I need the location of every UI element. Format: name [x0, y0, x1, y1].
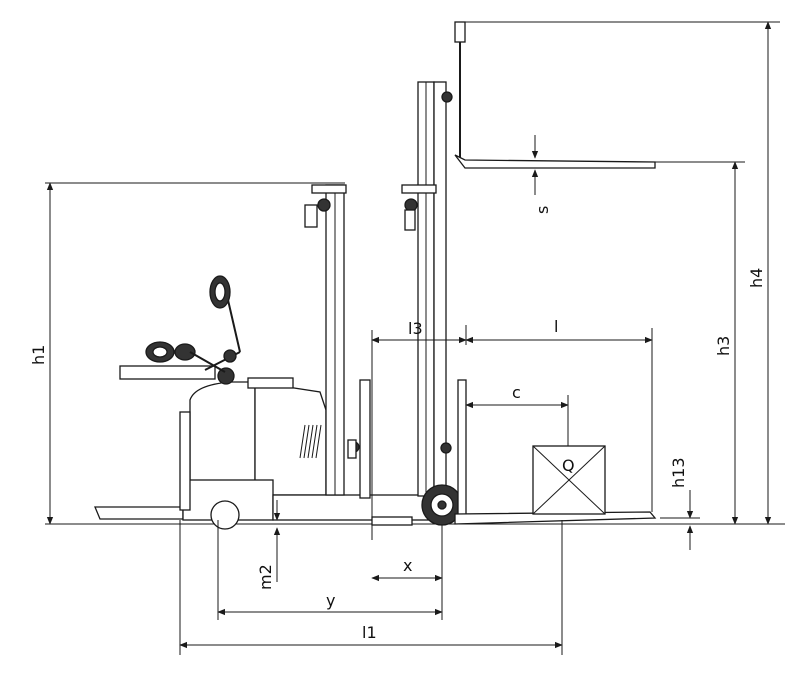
dimension-c: c	[465, 383, 569, 446]
forks	[454, 379, 657, 525]
dimension-h13: h13	[660, 458, 700, 550]
label-x: x	[403, 556, 412, 575]
dimension-h1: h1	[29, 182, 345, 525]
dimension-h3: h3	[655, 161, 745, 525]
label-l: l	[554, 317, 558, 336]
vent-slots	[299, 424, 322, 459]
label-h1: h1	[29, 345, 48, 365]
label-y: y	[326, 591, 335, 610]
load-box: Q	[532, 445, 606, 515]
dimension-l3: l3	[371, 319, 467, 540]
dimension-l1: l1	[179, 520, 563, 655]
label-l1: l1	[362, 623, 377, 642]
dimension-s: s	[531, 135, 552, 214]
label-h13: h13	[669, 458, 688, 489]
dimension-y: y	[217, 520, 443, 620]
tiller-handle	[119, 275, 241, 385]
dimension-l: l	[465, 317, 653, 512]
truck-body	[94, 377, 434, 530]
raised-mast	[401, 21, 780, 497]
dimension-x: x	[371, 525, 443, 620]
label-s: s	[533, 206, 552, 214]
label-h4: h4	[747, 268, 766, 288]
label-m2: m2	[256, 564, 275, 590]
label-h3: h3	[714, 336, 733, 356]
drive-wheel	[210, 500, 240, 530]
lowered-mast	[304, 184, 371, 499]
dimension-m2: m2	[256, 500, 281, 590]
load-label: Q	[562, 456, 575, 475]
label-l3: l3	[408, 319, 423, 338]
dimension-h4: h4	[747, 21, 772, 525]
label-c: c	[512, 383, 521, 402]
